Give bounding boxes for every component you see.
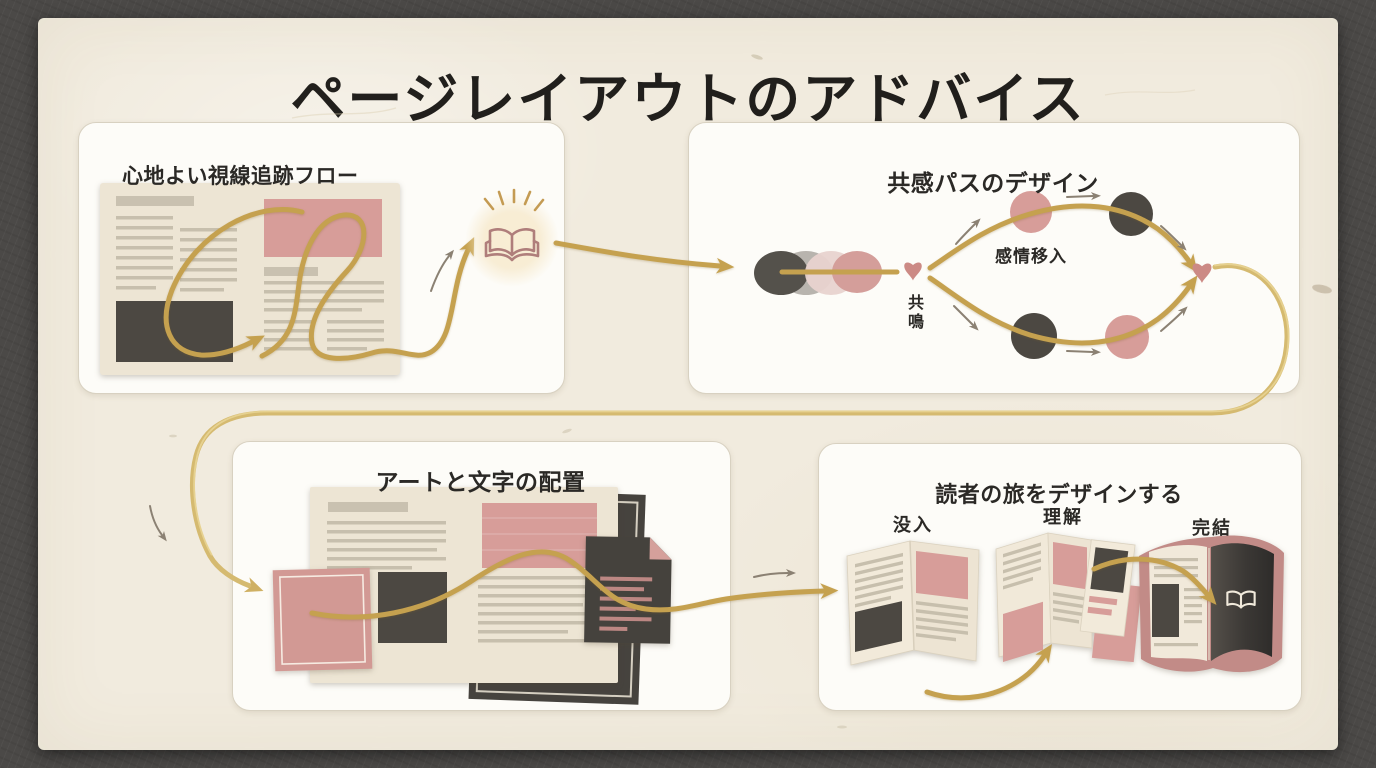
label-resonance: 共鳴 (905, 294, 922, 332)
page-title: ページレイアウトのアドバイス (290, 65, 1086, 131)
label-stage-understanding: 理解 (1043, 507, 1083, 527)
empathy-path-header: 共感パスのデザイン (887, 170, 1099, 197)
label-stage-immersion: 没入 (893, 515, 933, 535)
label-stage-completion: 完結 (1192, 518, 1232, 538)
label-empathy: 感情移入 (995, 247, 1067, 266)
gaze-flow-header: 心地よい視線追跡フロー (122, 165, 359, 189)
art-text-header: アートと文字の配置 (375, 469, 586, 496)
panel-empathy-path (688, 122, 1300, 394)
